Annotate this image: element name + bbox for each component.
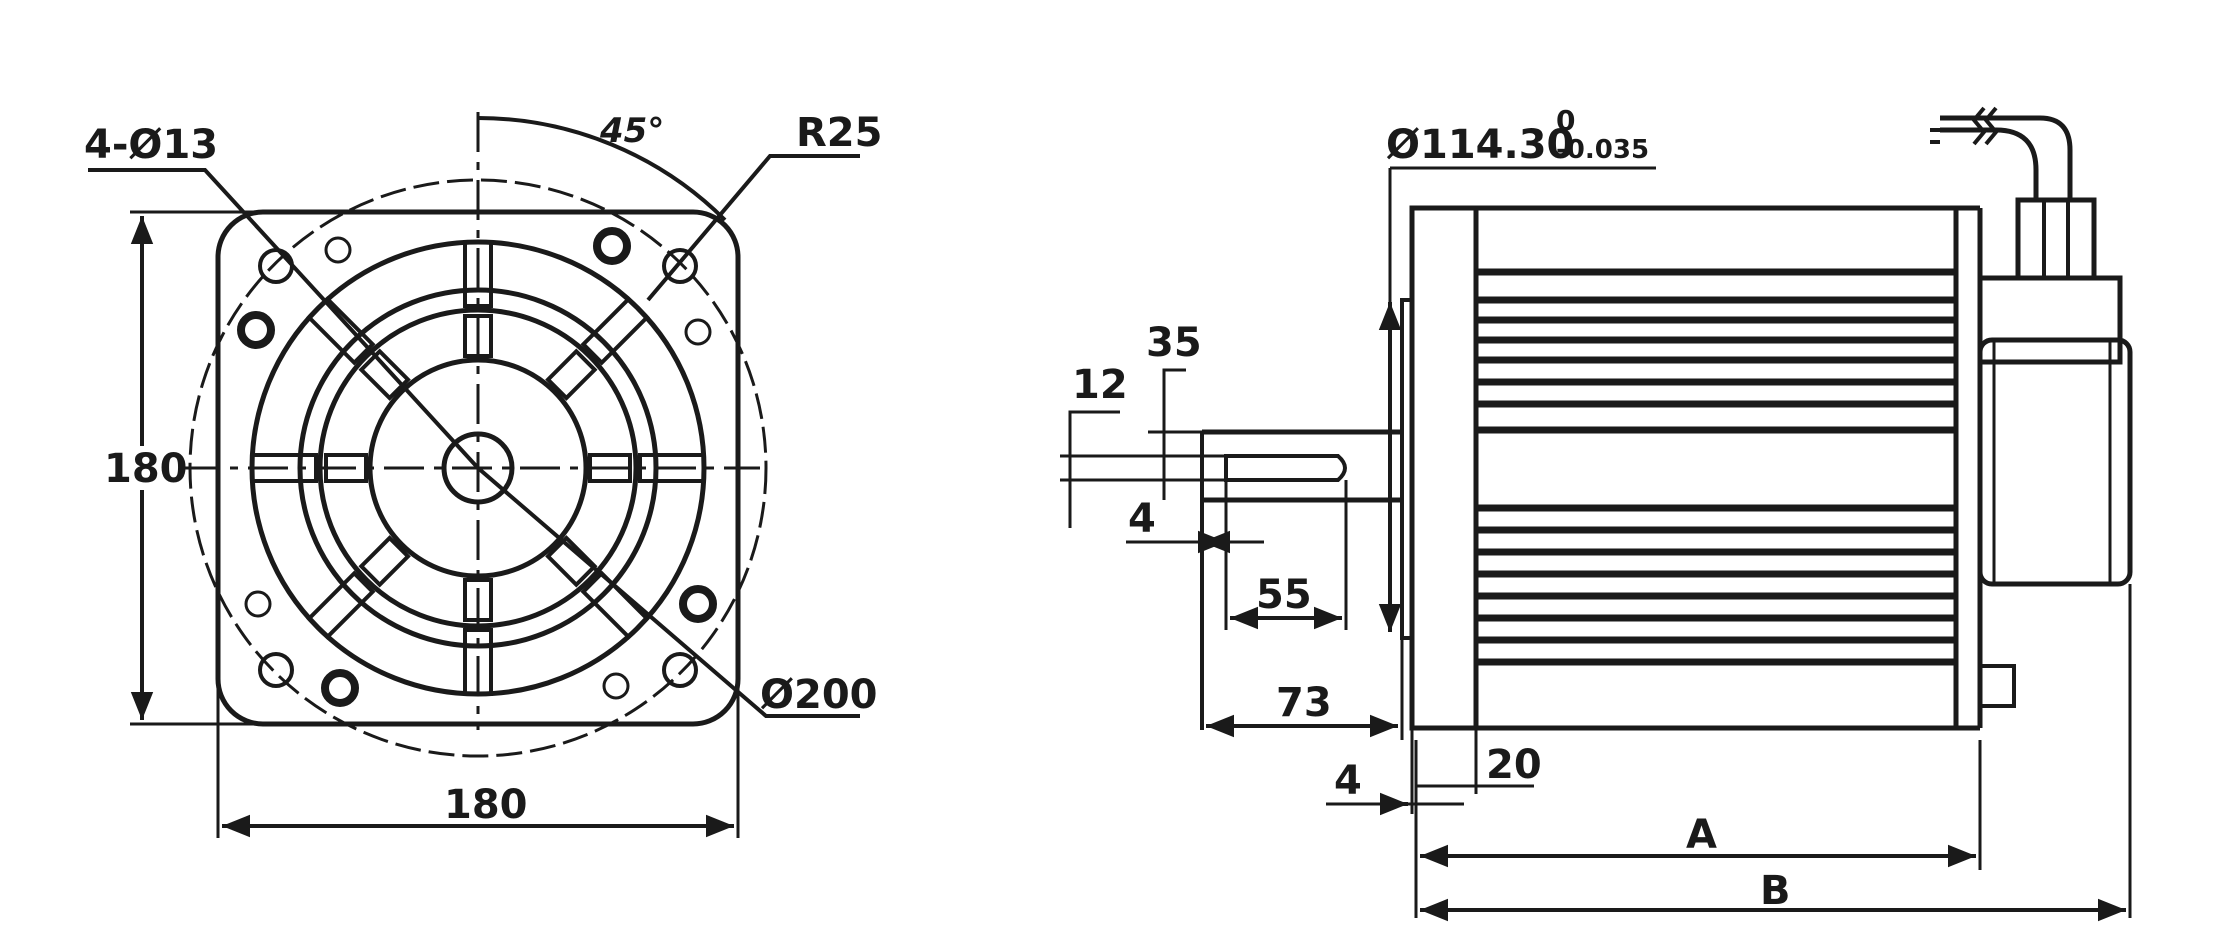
cable [1940, 127, 2039, 200]
side-view: Ø114.30 0 -0.035 35 12 4 55 73 4 [1060, 104, 2133, 922]
cable-gland [2015, 197, 2097, 281]
cable-break [1971, 106, 1987, 146]
flange-plate [1409, 205, 1479, 731]
radius-label: R25 [796, 110, 882, 156]
encoder-cover [1992, 338, 2112, 586]
small-hole-2 [684, 318, 712, 346]
key-width-label: 12 [1072, 362, 1128, 408]
encoder-housing [1977, 337, 2133, 587]
radius-leader [646, 154, 860, 302]
flange-width-label: 20 [1486, 742, 1542, 788]
tolerance-lower-label: -0.035 [1556, 135, 1649, 165]
pilot-boss [1400, 298, 1414, 640]
mount-hole-tr [662, 248, 698, 284]
height-label: 180 [104, 446, 188, 492]
key-length-label: 55 [1256, 572, 1312, 618]
small-hole-3 [244, 590, 272, 618]
width-label: 180 [444, 782, 528, 828]
front-view: 45° 4-Ø13 R25 Ø200 180 180 [84, 110, 882, 838]
key-offset-label: 4 [1128, 496, 1156, 542]
mount-hole-bl [258, 652, 294, 688]
key-depth-label: 35 [1146, 320, 1202, 366]
tolerance-upper-label: 0 [1556, 104, 1575, 137]
threaded-holes [237, 227, 717, 707]
cooling-fins-bottom [1476, 504, 1956, 666]
holes-leader [88, 168, 480, 470]
angle-label: 45° [599, 111, 664, 151]
holes-label: 4-Ø13 [84, 122, 218, 168]
motor-body [1473, 205, 1959, 731]
flange-thickness-label: 4 [1334, 758, 1362, 804]
total-length-label: B [1760, 868, 1791, 914]
small-hole-4 [602, 672, 630, 700]
shaft-diameter-label: Ø114.30 [1386, 122, 1574, 168]
keyway [1224, 454, 1347, 482]
circle-leader [476, 466, 860, 718]
cooling-fins-top [1476, 268, 1956, 434]
mount-hole-tl [258, 248, 294, 284]
mount-hole-br [662, 652, 698, 688]
body-length-label: A [1686, 812, 1717, 858]
circle-label: Ø200 [760, 672, 878, 718]
connector-box [1977, 275, 2123, 365]
shaft-length-label: 73 [1276, 680, 1332, 726]
key-width-leader [1068, 410, 1120, 528]
rear-nub [1978, 664, 2016, 708]
angle-arc [477, 116, 727, 222]
small-hole-1 [324, 236, 352, 264]
